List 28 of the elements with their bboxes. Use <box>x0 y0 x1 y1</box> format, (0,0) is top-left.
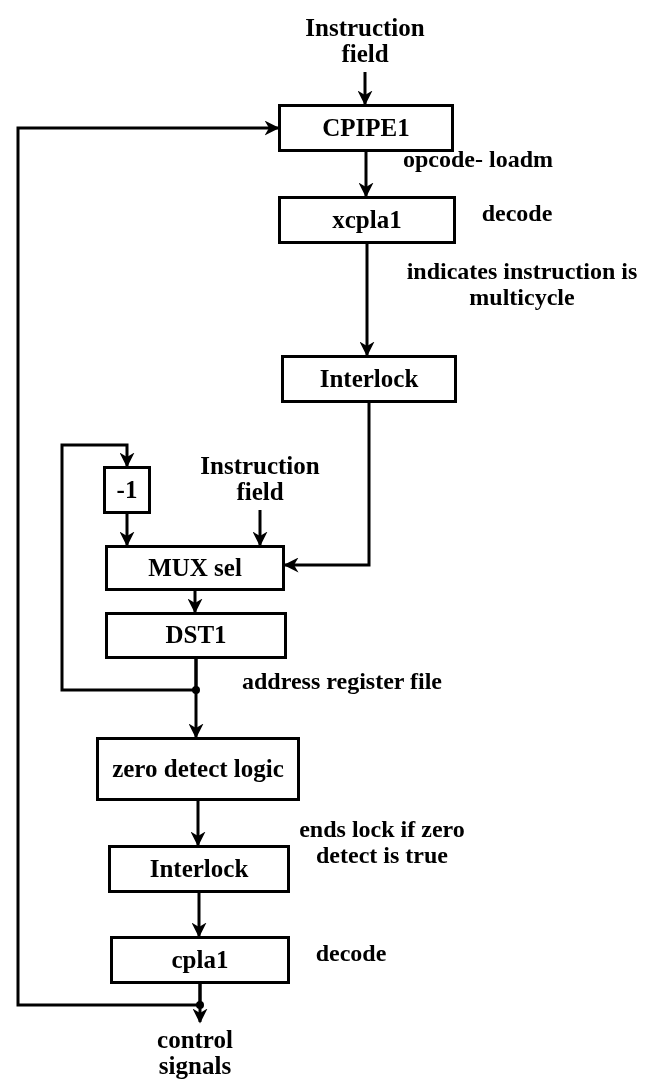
annotation-text: ends lock if zero detect is true <box>298 816 466 869</box>
annotation-text: decode <box>314 940 388 967</box>
arrow <box>16 120 280 1007</box>
process-box: CPIPE1 <box>278 104 454 152</box>
process-box: DST1 <box>105 612 287 659</box>
arrow <box>187 591 203 614</box>
arrow <box>357 72 373 106</box>
process-box: Interlock <box>108 845 290 893</box>
arrow <box>358 152 374 198</box>
edge-label: address register file <box>241 668 443 695</box>
signal-label: control signals <box>140 1022 250 1084</box>
edge-label: indicates instruction is multicycle <box>405 258 639 311</box>
process-box: cpla1 <box>110 936 290 984</box>
process-box: Interlock <box>281 355 457 403</box>
process-box: zero detect logic <box>96 737 300 801</box>
arrow <box>119 514 135 547</box>
process-box: xcpla1 <box>278 196 456 244</box>
arrow <box>359 244 375 357</box>
signal-label: Instruction field <box>290 10 440 72</box>
arrow <box>252 510 268 547</box>
process-box: -1 <box>103 466 151 514</box>
arrow <box>190 801 206 847</box>
annotation-text: decode <box>480 200 554 227</box>
signal-label: Instruction field <box>180 448 340 510</box>
arrow <box>60 443 198 692</box>
arrow <box>283 403 371 573</box>
process-box: MUX sel <box>105 545 285 591</box>
arrow <box>191 893 207 938</box>
